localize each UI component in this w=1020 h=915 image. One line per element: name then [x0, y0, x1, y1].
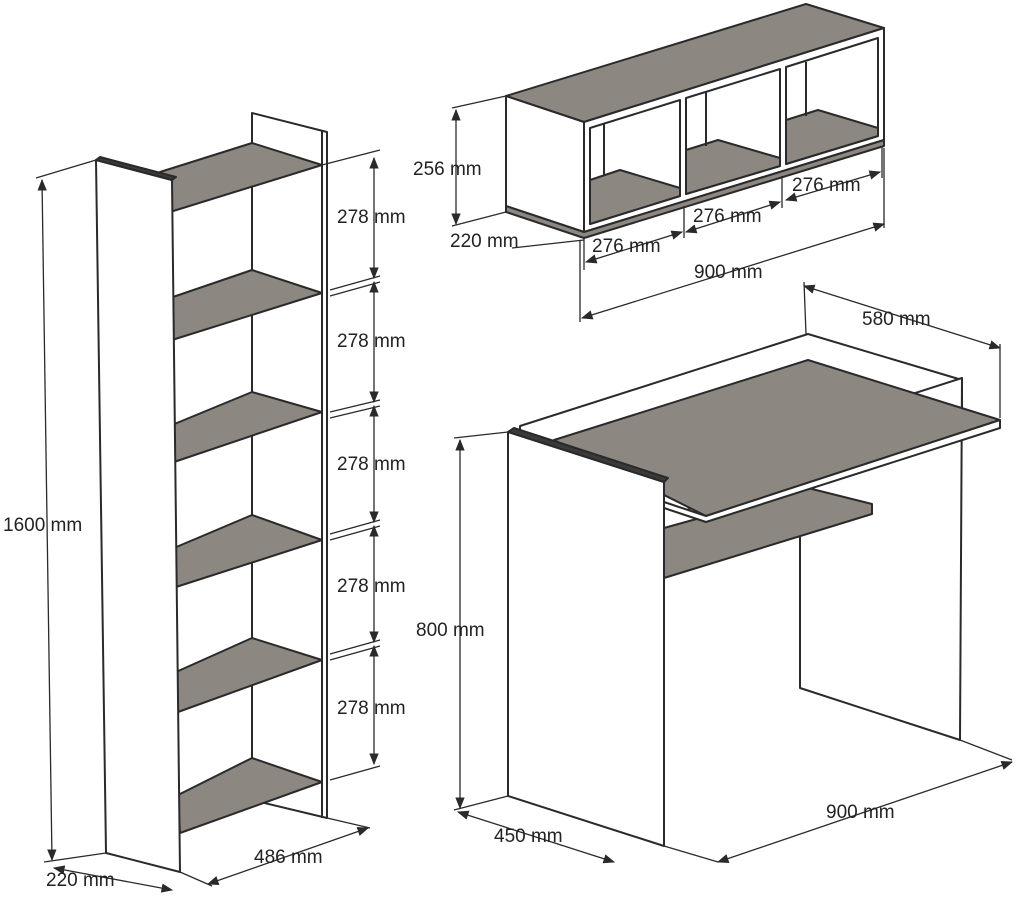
shelf-gap-label: 278 mm [337, 576, 406, 597]
extension-line [329, 639, 381, 655]
wall-shelf-width-label: 900 mm [694, 262, 763, 283]
bookcase: 1600 mm 220 mm 486 mm 278 mm 278 [3, 112, 406, 893]
extension-line [329, 645, 381, 661]
shelf-gap-label: 278 mm [337, 207, 406, 228]
extension-line [451, 95, 507, 109]
shelf-gap-dimensions: 278 mm 278 mm 278 mm 278 mm 278 mm [321, 149, 406, 781]
wall-shelf-width-dimension-line [580, 222, 886, 320]
desk-top-depth-dimension-line [802, 284, 1002, 350]
extension-line [663, 845, 719, 863]
bookcase-height-dimension-line [37, 178, 57, 862]
extension-line [329, 399, 381, 413]
compartment-width-label: 276 mm [693, 206, 762, 227]
bookcase-width-dimension-line [206, 827, 370, 885]
desk: 800 mm 450 mm 900 mm 580 mm [416, 281, 1014, 864]
extension-line [453, 795, 509, 811]
desk-depth-dimension-line [456, 810, 616, 864]
wall-shelf-height-label: 256 mm [413, 159, 482, 180]
desk-width-label: 900 mm [826, 802, 895, 823]
extension-line [329, 765, 381, 781]
bookcase-right-panel [251, 112, 328, 819]
bookcase-depth-dimension-line [52, 865, 174, 893]
extension-line [43, 852, 107, 863]
wall-shelf: 256 mm 220 mm 276 mm 276 mm 276 mm 900 m… [413, 3, 886, 322]
desk-height-label: 800 mm [416, 620, 485, 641]
wall-shelf-compartment-floor [785, 109, 879, 165]
wall-shelf-compartment-floor [589, 169, 681, 225]
bookcase-left-panel-top-edge [95, 156, 177, 181]
extension-line [803, 281, 807, 335]
compartment-width-label: 276 mm [592, 236, 661, 257]
bookcase-height-label: 1600 mm [3, 515, 82, 536]
extension-line [959, 739, 1013, 761]
bookcase-left-panel [95, 159, 181, 873]
desk-depth-label: 450 mm [494, 826, 563, 847]
wall-shelf-depth-label: 220 mm [450, 231, 519, 252]
shelf-gap-label: 278 mm [337, 331, 406, 352]
bookcase-width-label: 486 mm [254, 847, 323, 868]
extension-line [179, 871, 213, 887]
extension-line [329, 281, 381, 297]
wall-shelf-compartment-floor [685, 139, 781, 195]
desk-top-depth-label: 580 mm [862, 309, 931, 330]
extension-line [321, 149, 381, 166]
shelf-gap-label: 278 mm [337, 454, 406, 475]
bookcase-depth-label: 220 mm [46, 870, 115, 891]
extension-line [35, 159, 97, 179]
compartment-width-label: 276 mm [792, 175, 861, 196]
desk-left-leg-top-edge [507, 427, 669, 483]
extension-line [453, 431, 509, 439]
extension-line [329, 519, 381, 535]
shelf-gap-label: 278 mm [337, 698, 406, 719]
desk-width-dimension-line [716, 760, 1014, 864]
extension-line [329, 525, 381, 541]
compartment-dimension-line [784, 170, 882, 202]
extension-line [326, 817, 371, 829]
desk-left-leg [507, 431, 665, 847]
extension-line [451, 211, 507, 227]
extension-line [329, 405, 381, 419]
extension-line [329, 275, 381, 291]
wall-shelf-depth-dimension-line [511, 239, 585, 249]
